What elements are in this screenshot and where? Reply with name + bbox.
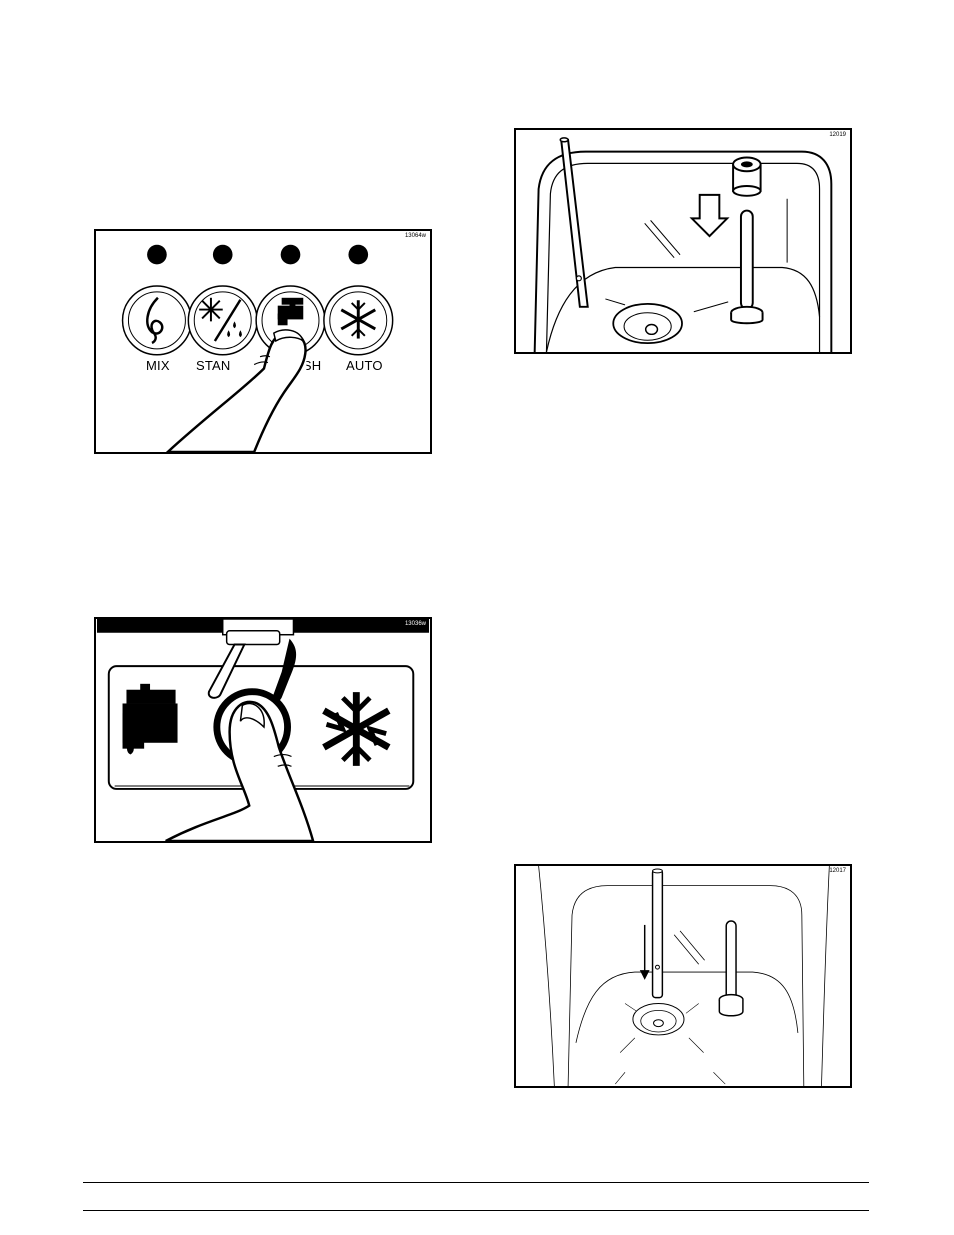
figure-wash-auto-closeup: 13036w — [94, 617, 432, 843]
figure-hopper-install-tube: 12019 — [514, 128, 852, 354]
indicator-light-auto — [348, 245, 368, 265]
auto-button[interactable] — [324, 286, 393, 355]
indicator-light-mix — [147, 245, 167, 265]
figure-control-panel: 13064w MIX STANDBY WASH AUTO — [94, 229, 432, 454]
figure-hopper-insert-rod: 12017 — [514, 864, 852, 1088]
footer-rule-bottom — [83, 1210, 869, 1211]
wash-closeup-illustration — [96, 619, 430, 841]
indicator-light-wash — [281, 245, 301, 265]
hopper-tube-illustration — [516, 130, 850, 352]
indicator-light-standby — [213, 245, 233, 265]
figure-code: 13036w — [405, 621, 426, 627]
label-auto: AUTO — [346, 358, 383, 373]
hopper-rod-illustration — [516, 866, 850, 1086]
figure-code: 13064w — [405, 233, 426, 239]
control-panel-illustration — [96, 231, 430, 452]
figure-code: 12019 — [829, 132, 846, 138]
label-mix: MIX — [146, 358, 170, 373]
mix-button[interactable] — [123, 286, 192, 355]
standby-button[interactable] — [188, 286, 257, 355]
footer-rule-top — [83, 1182, 869, 1183]
figure-code: 12017 — [829, 868, 846, 874]
